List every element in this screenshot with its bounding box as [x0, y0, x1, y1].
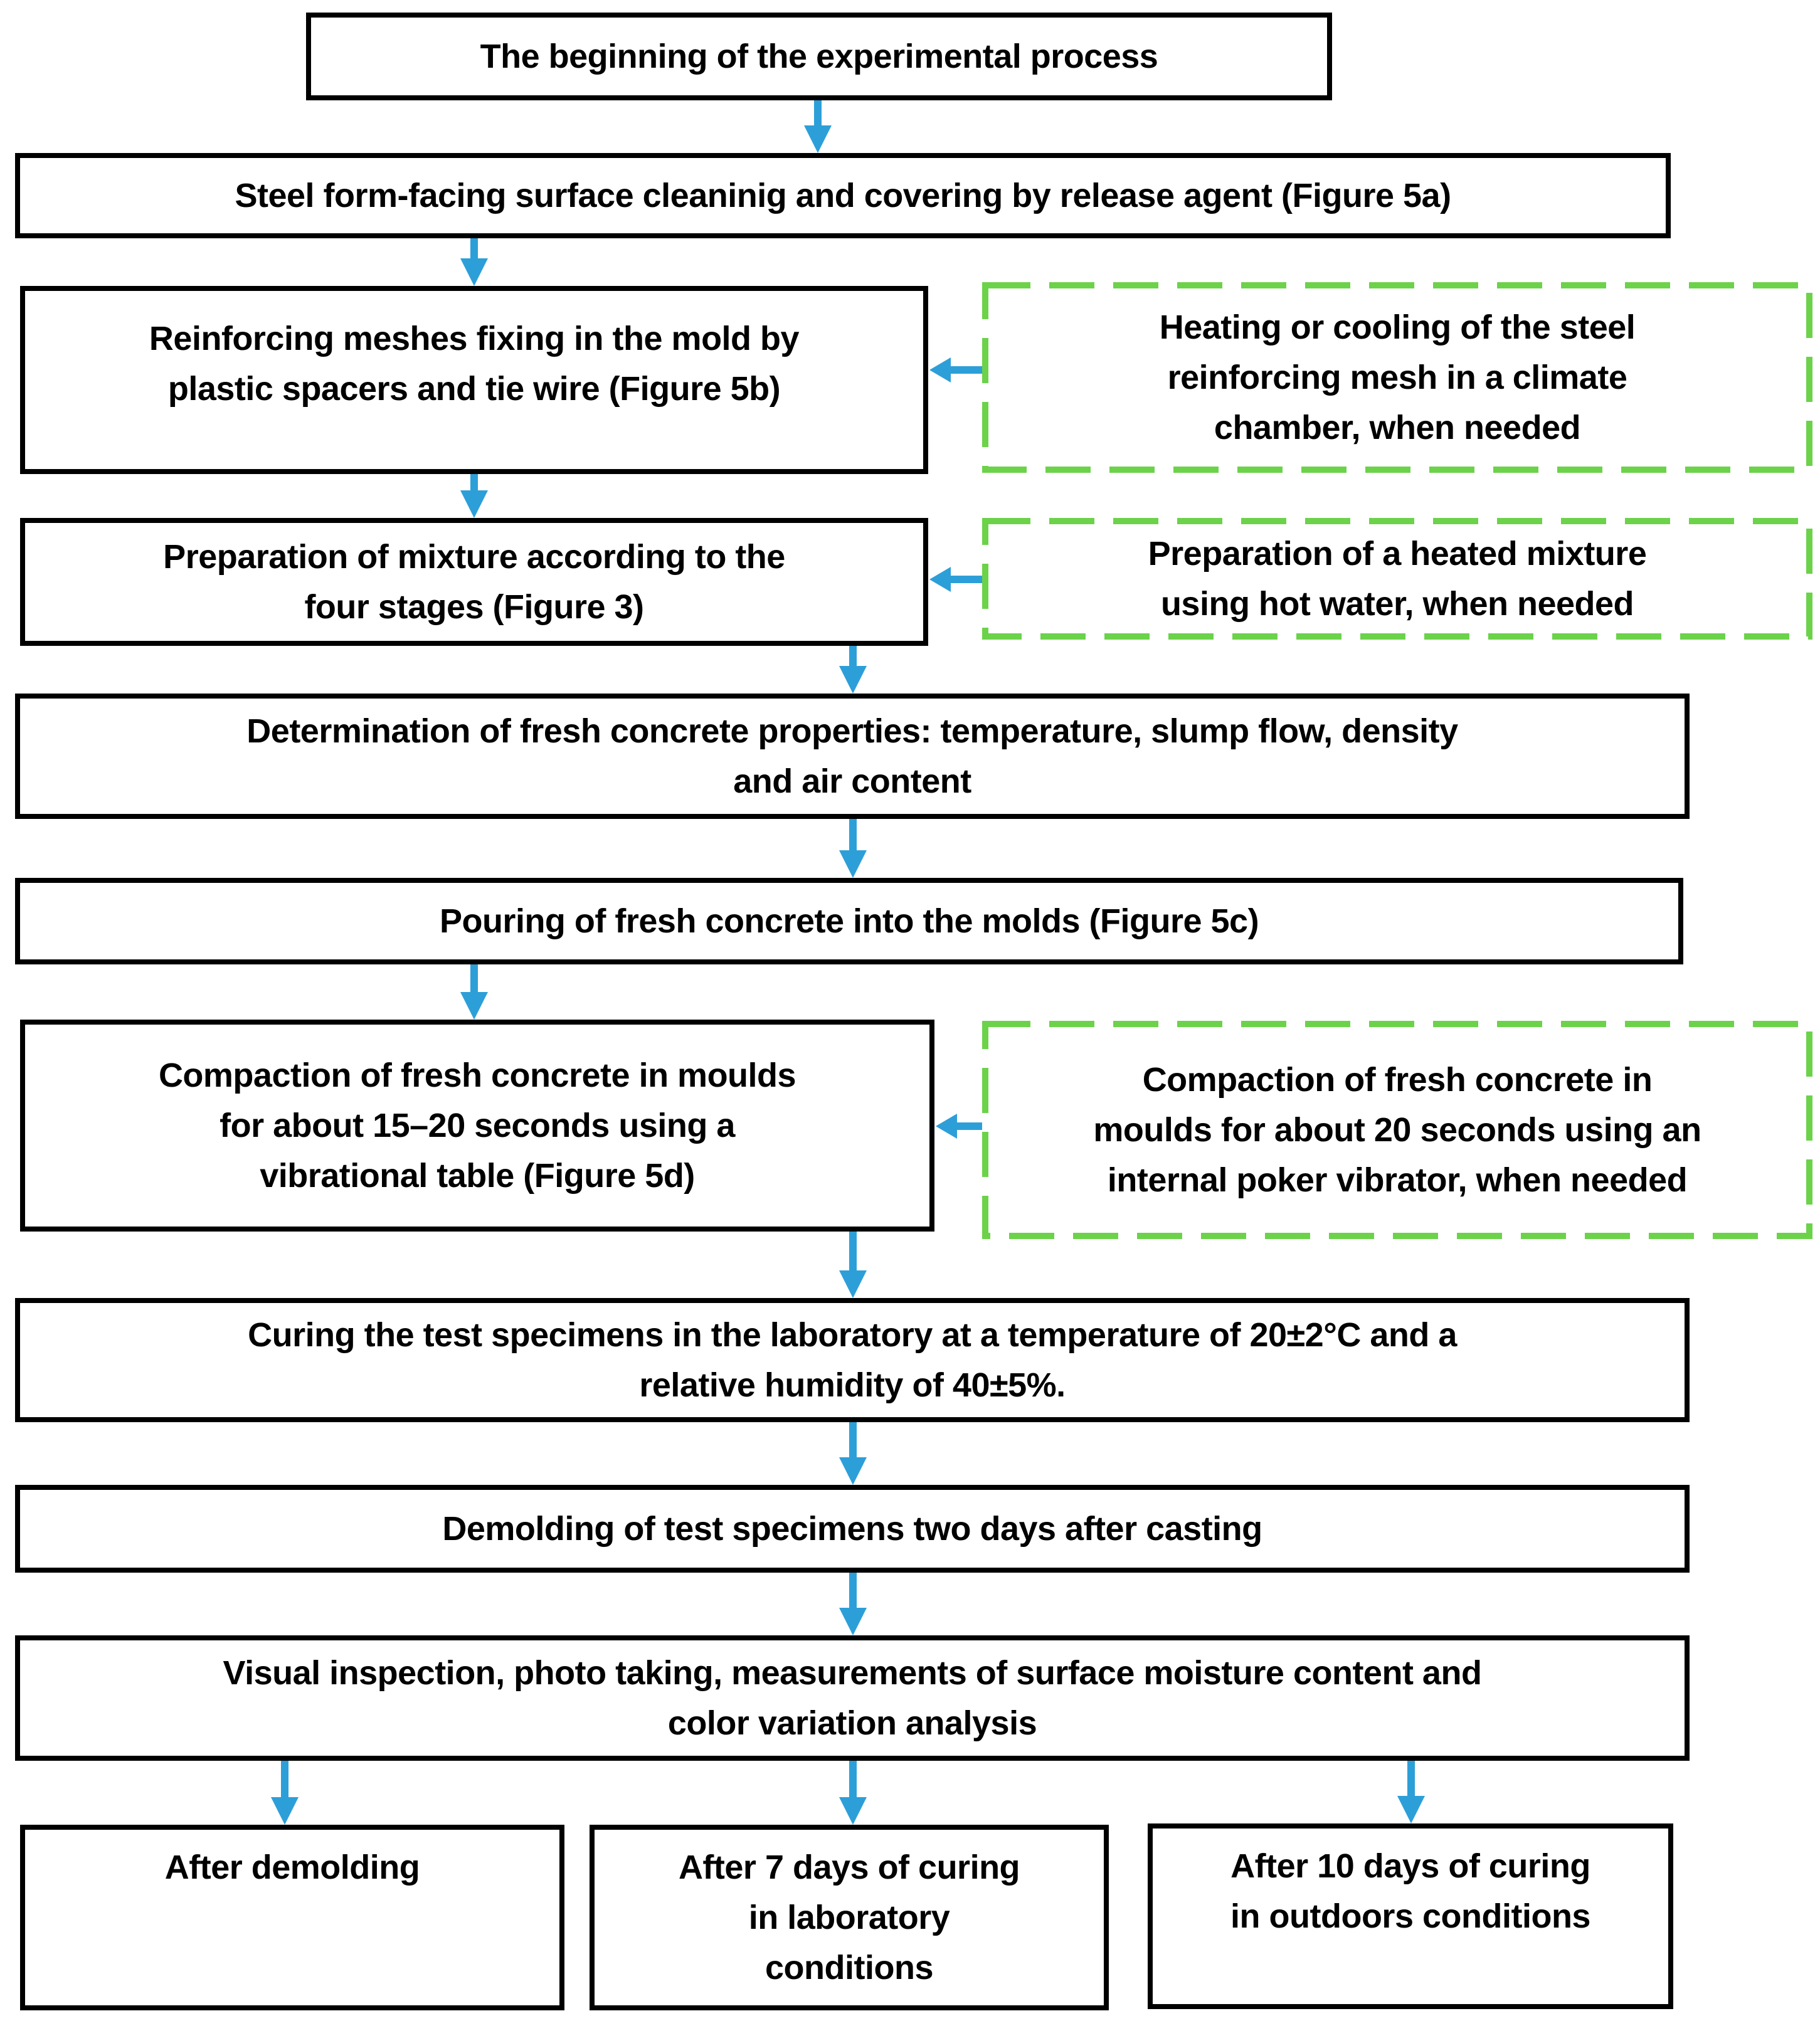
dashed-border [982, 282, 1812, 473]
text-line: relative humidity of 40±5%. [639, 1366, 1066, 1404]
arrow-head [839, 1608, 867, 1635]
arrow-head [804, 125, 832, 153]
text-line: Demolding of test specimens two days aft… [442, 1510, 1262, 1548]
text-line: Preparation of mixture according to the [163, 538, 785, 576]
text-line: using hot water, when needed [1160, 585, 1634, 623]
flow-arrow-down [460, 238, 488, 286]
node-after-10-days: After 10 days of curing in outdoors cond… [1148, 1823, 1673, 2009]
optional-node-heated-mixture: Preparation of a heated mixture using ho… [982, 518, 1812, 640]
arrow-head [839, 1270, 867, 1298]
flow-arrow-down [839, 646, 867, 694]
text-line: Compaction of fresh concrete in [1142, 1061, 1653, 1099]
arrow-shaft [849, 1573, 857, 1608]
text-line: Curing the test specimens in the laborat… [248, 1316, 1457, 1354]
arrow-head [839, 1797, 867, 1825]
text-line: four stages (Figure 3) [304, 588, 644, 626]
flow-arrow-left [929, 567, 982, 592]
node-compaction-table: Compaction of fresh concrete in moulds f… [20, 1020, 934, 1232]
arrow-shaft [814, 100, 822, 125]
arrow-shaft [1407, 1761, 1415, 1796]
text-line: moulds for about 20 seconds using an [1093, 1111, 1701, 1149]
arrow-head [1397, 1796, 1425, 1823]
arrow-shaft [470, 474, 478, 490]
flow-arrow-left [929, 357, 982, 383]
text-line: After 10 days of curing [1230, 1847, 1590, 1885]
arrow-head [929, 567, 951, 592]
node-surface-cleaning: Steel form-facing surface cleaninig and … [15, 153, 1671, 238]
text-line: in laboratory [748, 1899, 950, 1936]
arrow-head [936, 1114, 957, 1139]
dashed-border [982, 518, 1812, 640]
arrow-shaft [951, 366, 982, 374]
text-line: conditions [765, 1949, 933, 1987]
optional-node-heating-cooling-mesh: Heating or cooling of the steel reinforc… [982, 282, 1812, 473]
text-line: The beginning of the experimental proces… [480, 38, 1158, 75]
arrow-shaft [957, 1122, 982, 1130]
flow-arrow-down [460, 964, 488, 1020]
text-line: and air content [733, 762, 971, 800]
flow-arrow-down [839, 1422, 867, 1485]
optional-node-compaction-poker: Compaction of fresh concrete in moulds f… [982, 1021, 1812, 1239]
text-line: Heating or cooling of the steel [1159, 309, 1636, 346]
arrow-shaft [951, 576, 982, 583]
node-after-7-days: After 7 days of curing in laboratory con… [590, 1825, 1109, 2010]
arrow-head [839, 666, 867, 694]
arrow-head [839, 1457, 867, 1485]
arrow-head [460, 490, 488, 518]
node-after-demolding: After demolding [20, 1825, 564, 2010]
arrow-shaft [849, 646, 857, 666]
node-mixture-preparation: Preparation of mixture according to the … [20, 518, 928, 646]
arrow-shaft [281, 1761, 288, 1797]
flow-arrow-down [460, 474, 488, 518]
text-line: reinforcing mesh in a climate [1167, 359, 1627, 396]
arrow-head [271, 1797, 299, 1825]
node-curing: Curing the test specimens in the laborat… [15, 1298, 1690, 1422]
text-line: chamber, when needed [1214, 409, 1581, 446]
text-line: vibrational table (Figure 5d) [260, 1157, 695, 1195]
flow-arrow-down [839, 1761, 867, 1825]
node-inspection: Visual inspection, photo taking, measure… [15, 1635, 1690, 1761]
flow-arrow-down [839, 819, 867, 878]
arrow-shaft [470, 964, 478, 992]
text-line: After 7 days of curing [678, 1849, 1020, 1886]
text-line: for about 15–20 seconds using a [220, 1107, 735, 1144]
text-line: Pouring of fresh concrete into the molds… [439, 902, 1259, 940]
flow-arrow-down [839, 1573, 867, 1635]
node-start: The beginning of the experimental proces… [306, 13, 1332, 100]
arrow-shaft [849, 1232, 857, 1270]
text-line: color variation analysis [667, 1704, 1037, 1742]
arrow-shaft [849, 1761, 857, 1797]
node-pouring: Pouring of fresh concrete into the molds… [15, 878, 1683, 964]
text-line: After demolding [164, 1849, 420, 1886]
text-line: Visual inspection, photo taking, measure… [223, 1654, 1482, 1692]
text-line: internal poker vibrator, when needed [1107, 1161, 1688, 1199]
text-line: in outdoors conditions [1230, 1897, 1590, 1935]
node-demolding: Demolding of test specimens two days aft… [15, 1485, 1690, 1573]
arrow-shaft [849, 819, 857, 850]
arrow-head [460, 258, 488, 286]
arrow-head [839, 850, 867, 878]
arrow-shaft [849, 1422, 857, 1457]
arrow-shaft [470, 238, 478, 258]
node-mesh-fixing: Reinforcing meshes fixing in the mold by… [20, 286, 928, 474]
flow-arrow-down [1397, 1761, 1425, 1823]
flow-arrow-down [804, 100, 832, 153]
text-line: Steel form-facing surface cleaninig and … [235, 177, 1451, 214]
text-line: Reinforcing meshes fixing in the mold by [149, 320, 800, 357]
dashed-border [982, 1021, 1812, 1239]
text-line: Preparation of a heated mixture [1148, 535, 1647, 573]
flow-arrow-down [271, 1761, 299, 1825]
arrow-head [460, 992, 488, 1020]
text-line: Compaction of fresh concrete in moulds [158, 1057, 796, 1094]
text-line: plastic spacers and tie wire (Figure 5b) [167, 370, 781, 408]
flow-arrow-left [936, 1114, 982, 1139]
text-line: Determination of fresh concrete properti… [246, 712, 1458, 750]
node-fresh-properties: Determination of fresh concrete properti… [15, 694, 1690, 819]
arrow-head [929, 357, 951, 383]
flow-arrow-down [839, 1232, 867, 1298]
